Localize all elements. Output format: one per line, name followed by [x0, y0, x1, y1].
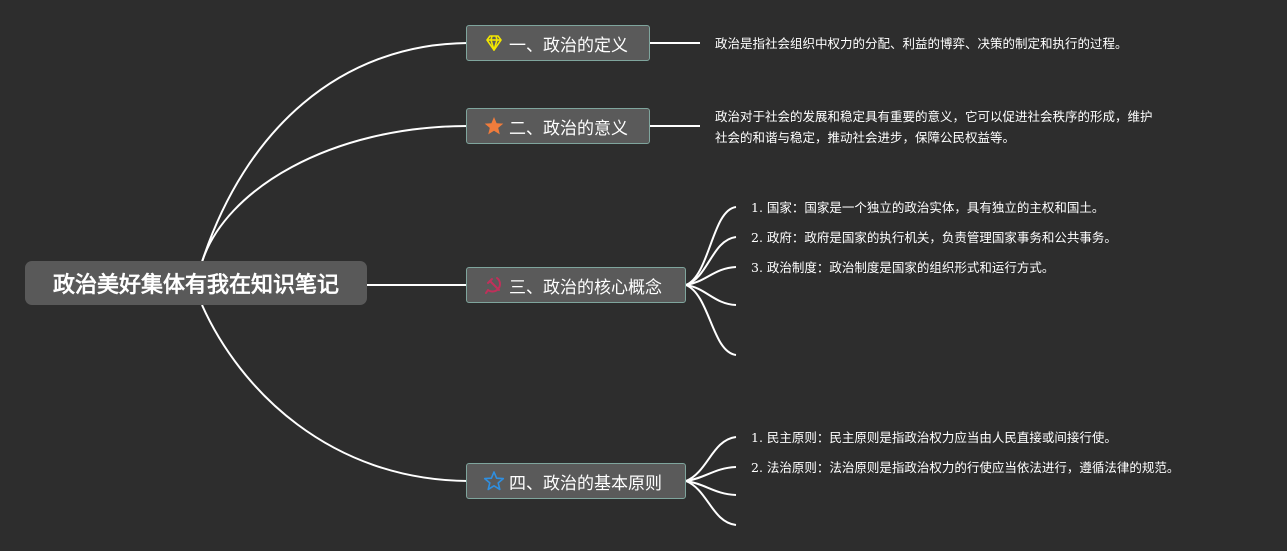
topic-basic-principles-detail-1: 1. 民主原则：民主原则是指政治权力应当由人民直接或间接行使。	[751, 430, 1117, 445]
topic-definition-label: 一、政治的定义	[509, 35, 628, 56]
topic-core-concepts[interactable]: 三、政治的核心概念	[466, 267, 686, 303]
root-node[interactable]: 政治美好集体有我在知识笔记	[25, 261, 367, 305]
star-icon	[483, 115, 505, 137]
topic-basic-principles-label: 四、政治的基本原则	[509, 473, 662, 494]
connector-topic-4-detail-3	[685, 480, 737, 496]
diamond-icon	[483, 32, 505, 54]
star-outline-icon	[483, 470, 505, 492]
topic-significance-detail-2: 社会的和谐与稳定，推动社会进步，保障公民权益等。	[715, 130, 1016, 145]
hammer-sickle-icon	[483, 274, 505, 296]
connector-topic-4-detail-2	[685, 466, 737, 482]
connector-topic-4-detail-1	[685, 436, 737, 482]
connector-topic-3-detail-1	[685, 206, 737, 286]
connector-topic-3-detail-2	[685, 236, 737, 286]
topic-definition[interactable]: 一、政治的定义	[466, 25, 650, 61]
connector-root-topic-2	[201, 125, 469, 263]
topic-core-concepts-label: 三、政治的核心概念	[509, 277, 662, 298]
topic-basic-principles-detail-2: 2. 法治原则：法治原则是指政治权力的行使应当依法进行，遵循法律的规范。	[751, 460, 1180, 475]
connector-topic-3-detail-4	[685, 284, 737, 306]
connector-topic-3-detail-3	[685, 266, 737, 286]
connector-topic-4-detail-4	[685, 480, 737, 526]
connector-root-topic-4	[201, 304, 469, 482]
topic-significance[interactable]: 二、政治的意义	[466, 108, 650, 144]
topic-definition-detail-1: 政治是指社会组织中权力的分配、利益的博弈、决策的制定和执行的过程。	[715, 36, 1128, 51]
topic-core-concepts-detail-1: 1. 国家：国家是一个独立的政治实体，具有独立的主权和国土。	[751, 200, 1105, 215]
topic-significance-label: 二、政治的意义	[509, 118, 628, 139]
topic-core-concepts-detail-2: 2. 政府：政府是国家的执行机关，负责管理国家事务和公共事务。	[751, 230, 1117, 245]
topic-core-concepts-detail-3: 3. 政治制度：政治制度是国家的组织形式和运行方式。	[751, 260, 1055, 275]
connector-root-topic-1	[201, 42, 469, 263]
topic-basic-principles[interactable]: 四、政治的基本原则	[466, 463, 686, 499]
topic-significance-detail-1: 政治对于社会的发展和稳定具有重要的意义，它可以促进社会秩序的形成，维护	[715, 109, 1153, 124]
root-title: 政治美好集体有我在知识笔记	[52, 273, 339, 298]
connector-topic-3-detail-5	[685, 284, 737, 356]
